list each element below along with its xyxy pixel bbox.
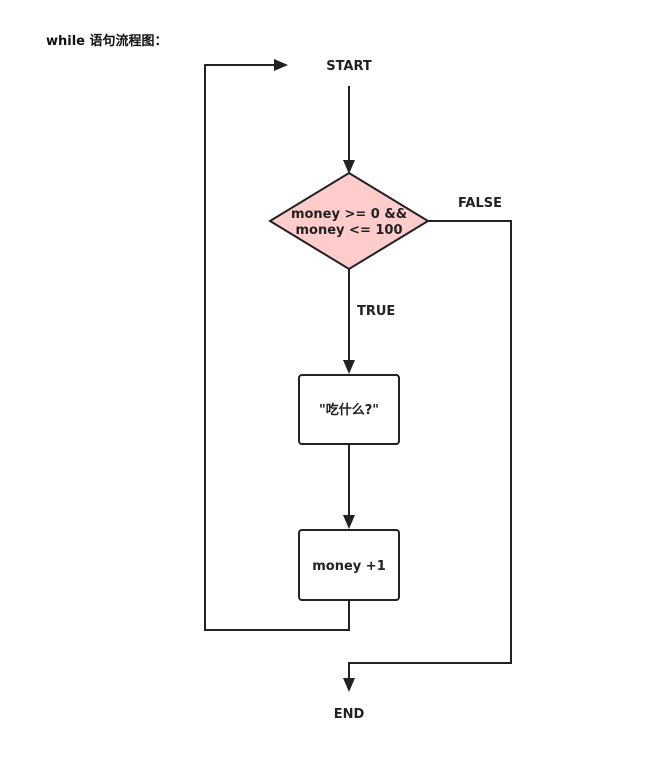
process-step-1: "吃什么?": [298, 374, 400, 445]
decision-node: money >= 0 && money <= 100: [268, 171, 430, 271]
connector-loop-back-to-start: [204, 59, 350, 631]
true-label: TRUE: [357, 304, 395, 319]
false-label: FALSE: [458, 196, 502, 211]
decision-condition-line1: money >= 0 &&: [291, 207, 407, 222]
end-label: END: [334, 707, 365, 722]
connector-false-to-end: [343, 220, 512, 692]
connector-true-to-step1: [343, 269, 355, 374]
page-title: while 语句流程图：: [46, 34, 168, 49]
process-step-2-label: money +1: [312, 559, 386, 574]
process-step-1-label: "吃什么?": [319, 402, 379, 418]
process-step-2: money +1: [298, 529, 400, 601]
connector-start-to-decision: [343, 86, 355, 174]
connector-step1-to-step2: [343, 444, 355, 529]
start-label: START: [326, 59, 372, 74]
decision-condition-line2: money <= 100: [296, 223, 403, 238]
